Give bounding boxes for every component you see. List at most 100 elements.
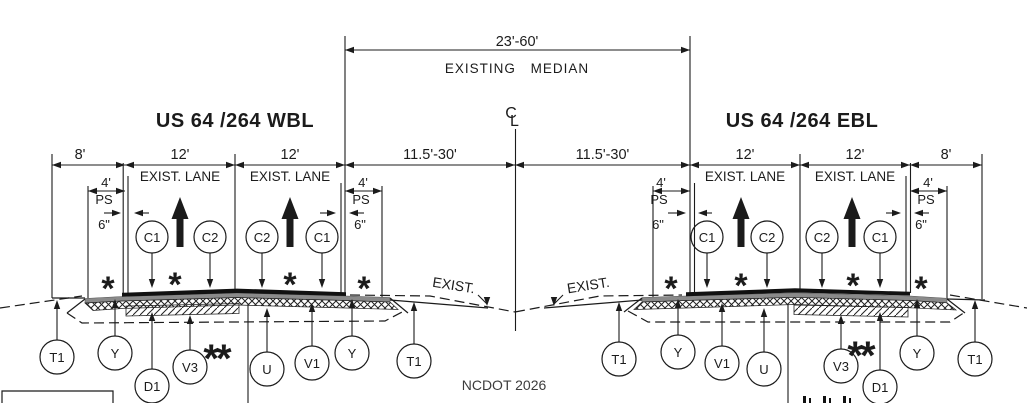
exist-lane-label: EXIST. LANE: [705, 169, 785, 184]
exist-callouts: EXIST. EXIST.: [431, 274, 611, 306]
dim-label: 12': [846, 147, 865, 163]
arrowhead-up: [186, 315, 194, 324]
arrowhead-up: [111, 299, 119, 308]
asterisk-note: *: [168, 266, 182, 304]
travel-direction-arrow: [281, 197, 299, 247]
callout-label: V1: [714, 356, 730, 371]
arrowhead-right: [373, 187, 382, 195]
arrowhead-left: [800, 161, 809, 169]
asterisk-note: *: [664, 270, 678, 308]
asterisk-note: *: [914, 270, 928, 308]
arrowhead-right: [506, 161, 515, 169]
cutoff-marks: [803, 396, 851, 403]
callout-v1: V1: [294, 303, 330, 381]
ps-label: PS: [650, 192, 668, 207]
callout-circle: [294, 345, 330, 381]
callout-circle: [746, 351, 782, 387]
callout-label: Y: [674, 345, 683, 360]
callout-c1: C1: [690, 220, 724, 288]
ps-dimension-group: 4'PS6": [886, 175, 947, 232]
callout-label: D1: [872, 380, 889, 395]
callout-v3: V3: [823, 315, 859, 384]
arrowhead-up: [308, 303, 316, 312]
callout-u: U: [746, 308, 782, 387]
arrowhead-up: [718, 303, 726, 312]
subgrade-left: [66, 310, 405, 324]
arrowhead-down: [148, 279, 156, 288]
asterisk-note: *: [357, 270, 371, 308]
centerline-symbol-l: L: [510, 113, 519, 130]
callout-label: C2: [759, 230, 776, 245]
callout-label: T1: [406, 354, 421, 369]
callout-circle: [750, 220, 784, 254]
callout-circle: [245, 220, 279, 254]
callout-label: C1: [699, 230, 716, 245]
crosshatch-base: [633, 296, 958, 311]
arrowhead-left: [914, 209, 923, 217]
arrowhead-up: [674, 299, 682, 308]
arrowhead-right: [677, 209, 686, 217]
arrowhead-left: [235, 161, 244, 169]
callout-circle: [39, 339, 75, 375]
callout-label: T1: [967, 352, 982, 367]
arrowhead-right: [116, 187, 125, 195]
callout-circle: [899, 335, 935, 371]
legend-box: [1, 390, 114, 403]
arrowhead-up: [263, 308, 271, 317]
callout-label: U: [759, 362, 768, 377]
arrowhead-right: [973, 161, 982, 169]
exist-callout: EXIST.: [550, 274, 611, 306]
callout-circle: [823, 348, 859, 384]
arrowhead-down: [763, 279, 771, 288]
credit-text: NCDOT 2026: [462, 377, 547, 393]
callout-label: C2: [814, 230, 831, 245]
travel-direction-arrow: [843, 197, 861, 247]
arrowhead-left: [515, 161, 524, 169]
arrowhead-up: [876, 312, 884, 321]
dim-label: 12': [171, 147, 190, 163]
callout-c1: C1: [863, 220, 897, 288]
callout-circle: [660, 334, 696, 370]
subgrade-right: [627, 310, 966, 323]
exist-lane-label: EXIST. LANE: [140, 169, 220, 184]
arrowhead-right: [681, 161, 690, 169]
double-asterisk-note: **: [203, 337, 232, 381]
ps-6in-label: 6": [652, 217, 664, 232]
exist-leader: [477, 294, 488, 305]
exist-lane-label: EXIST. LANE: [815, 169, 895, 184]
callout-y: Y: [660, 299, 696, 370]
exist-leader: [553, 294, 564, 305]
asterisk-note: *: [846, 267, 860, 305]
pavement-right: [633, 288, 958, 318]
arrowhead-down: [258, 279, 266, 288]
asterisk-notes: ************: [101, 266, 928, 381]
callout-t1: T1: [39, 300, 75, 375]
paved-shoulder-dimensions: 4'PS6"4'PS6"4'PS6"4'PS6": [88, 175, 947, 232]
median-dimension: [345, 46, 690, 54]
arrowhead-up: [837, 315, 845, 324]
callout-label: V1: [304, 356, 320, 371]
arrowhead-left: [690, 161, 699, 169]
arrowhead-right: [116, 161, 125, 169]
callout-c2: C2: [245, 220, 279, 288]
crosshatch-base: [84, 297, 399, 311]
callout-circle: [957, 341, 993, 377]
section-leader-lines: [247, 304, 789, 403]
arrowhead-up: [410, 302, 418, 311]
callout-u: U: [249, 308, 285, 387]
widening-hatch: [125, 303, 240, 317]
arrowhead-left: [345, 161, 354, 169]
dimension-row: 8'12'12'11.5'-30'11.5'-30'12'12'8': [52, 147, 982, 169]
ps-6in-label: 6": [98, 217, 110, 232]
callout-circle: [172, 349, 208, 385]
callout-circle: [334, 335, 370, 371]
ground-lines: [0, 294, 1027, 324]
ps-4ft-label: 4': [101, 175, 111, 190]
callout-circle: [690, 220, 724, 254]
ps-4ft-label: 4': [656, 175, 666, 190]
exist-label: EXIST.: [431, 274, 476, 296]
callout-label: C2: [254, 230, 271, 245]
